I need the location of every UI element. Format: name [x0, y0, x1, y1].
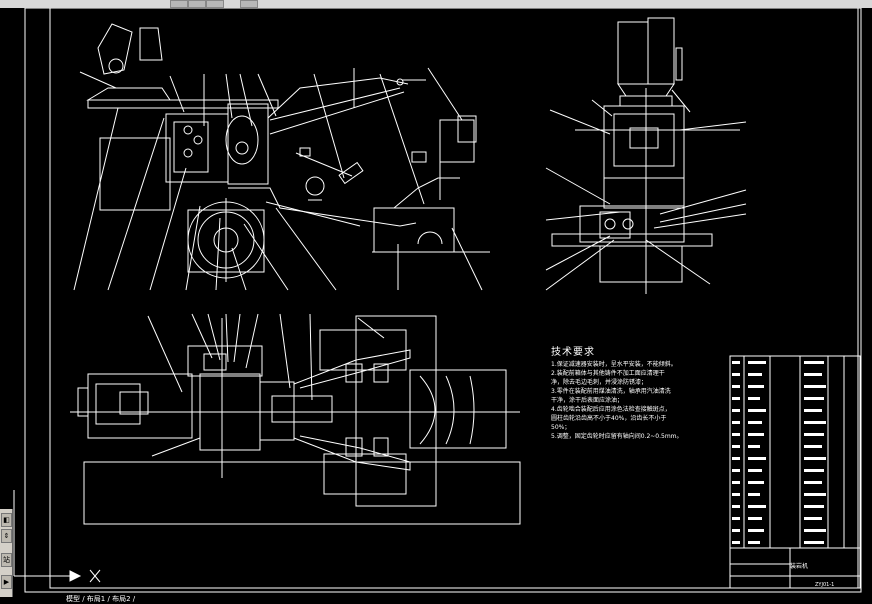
inner-border	[49, 8, 859, 589]
notes-title: 技术要求	[551, 347, 595, 358]
notes-line: 5.调整，固定齿轮时应留有轴向间0.2~0.5mm。	[551, 433, 683, 440]
palette-button-scroll[interactable]: ⇕	[1, 529, 12, 543]
notes-line: 50%；	[551, 424, 571, 431]
parts-list-rows	[732, 361, 826, 544]
palette-button-station[interactable]: 站	[1, 553, 12, 567]
drawing-code: ZYJ01-1	[815, 582, 835, 588]
ucs-axis-icon	[13, 490, 101, 583]
palette-button-layer[interactable]: ◧	[1, 513, 12, 527]
layout-tabs-strip: 模型 / 布局1 / 布局2 /	[14, 594, 872, 603]
title-block	[729, 547, 861, 589]
window-top-strip	[0, 0, 872, 8]
layout-tabs-label[interactable]: 模型 / 布局1 / 布局2 /	[66, 595, 136, 603]
end-view	[545, 17, 747, 294]
toolbar-button[interactable]	[188, 0, 206, 8]
drawing-name: 装岩机	[790, 563, 809, 570]
toolbar-button[interactable]	[170, 0, 188, 8]
palette-button-play[interactable]: ▶	[1, 575, 12, 589]
notes-line: 2.装配前箱体与其他铸件不加工面应清理干	[551, 370, 665, 377]
plan-view	[70, 313, 521, 525]
tool-palette: ◧ ⇕ 站 ▶	[0, 509, 13, 597]
side-elevation-view	[73, 23, 490, 291]
toolbar-button[interactable]	[206, 0, 224, 8]
notes-line: 净，除去毛边毛刺，并浸涂防锈漆；	[551, 379, 648, 386]
outer-frame	[24, 8, 862, 593]
cad-drawing-canvas[interactable]	[0, 8, 872, 603]
parts-list-table	[729, 355, 861, 589]
technical-requirements-notes: 技术要求 1.保证减速器安装时，呈水平安装，不能倾斜。 2.装配前箱体与其他铸件…	[551, 346, 729, 441]
notes-line: 4.齿轮啮合装配后应用涂色法检查接触斑点，	[551, 406, 671, 413]
notes-line: 1.保证减速器安装时，呈水平安装，不能倾斜。	[551, 361, 677, 368]
notes-line: 3.零件在装配前用煤油清洗，轴承用汽油清洗	[551, 388, 671, 395]
notes-line: 干净，涂干后表面应涂油；	[551, 397, 624, 404]
notes-line: 圆柱齿轮沿齿高不小于40%，沿齿长不小于	[551, 415, 667, 422]
toolbar-button[interactable]	[240, 0, 258, 8]
